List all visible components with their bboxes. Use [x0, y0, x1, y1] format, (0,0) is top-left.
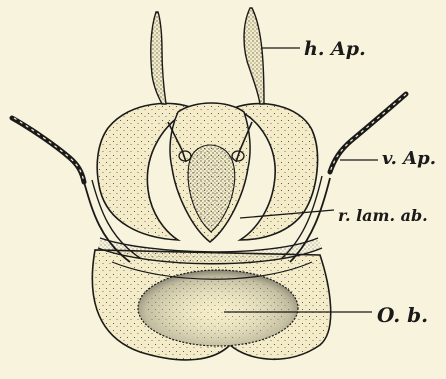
label-v-ap: v. Ap.	[382, 150, 436, 168]
label-o-b: O. b.	[377, 305, 428, 325]
label-r-lam-ab: r. lam. ab.	[338, 208, 428, 224]
ob-organ	[138, 270, 298, 346]
central-head	[168, 103, 252, 242]
h-ap-appendages	[151, 8, 264, 104]
label-h-ap: h. Ap.	[304, 40, 366, 59]
